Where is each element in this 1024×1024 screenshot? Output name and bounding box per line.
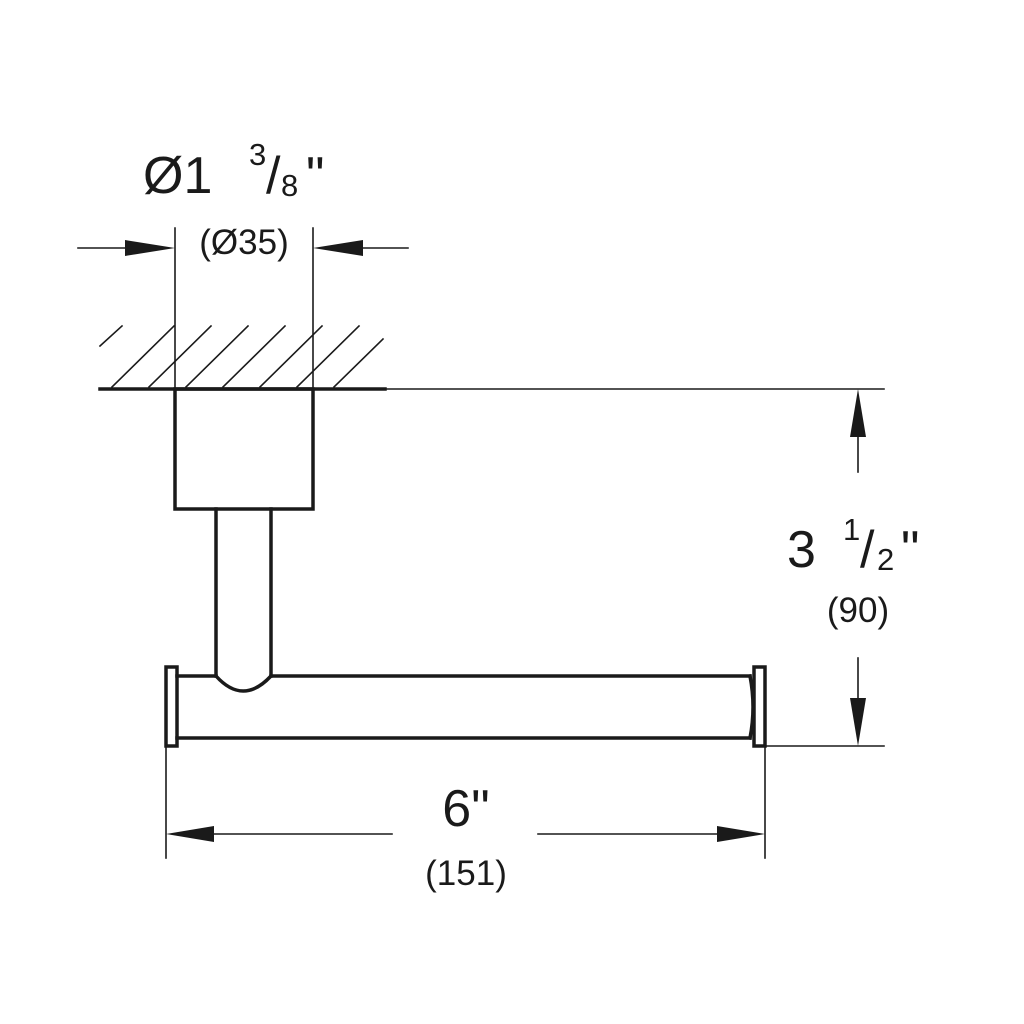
- diameter-inch-mark: ": [306, 147, 324, 205]
- stem-joint-curve: [213, 673, 274, 693]
- hatch-line: [147, 324, 213, 389]
- height-fraction-denominator: 2: [877, 542, 894, 577]
- wall-mount-surface: [98, 324, 387, 391]
- hatch-line: [332, 337, 385, 389]
- arrowhead-down: [850, 698, 866, 746]
- hatch-line: [221, 324, 287, 389]
- height-whole-text: 3: [787, 521, 816, 579]
- arrowhead-left: [166, 826, 214, 842]
- hatch-line: [184, 324, 250, 389]
- diameter-fraction-slash: /: [266, 147, 281, 205]
- height-fraction-numerator: 1: [843, 512, 860, 547]
- width-metric-label: (151): [425, 854, 507, 893]
- hatch-line: [258, 324, 324, 389]
- hatch-line: [110, 324, 176, 389]
- diameter-metric-label: (Ø35): [199, 223, 288, 262]
- width-dimension: 6" (151): [165, 745, 766, 893]
- height-label: 3 1 / 2 ": [787, 512, 919, 579]
- holder-bar: [164, 665, 767, 748]
- right-end-cap: [752, 665, 767, 748]
- arrowhead-left: [313, 240, 363, 256]
- width-label: 6": [442, 780, 489, 838]
- left-end-cap: [164, 665, 179, 748]
- diameter-symbol-text: Ø1: [143, 147, 212, 205]
- diameter-fraction-numerator: 3: [249, 137, 266, 172]
- diameter-fraction-denominator: 8: [281, 168, 298, 203]
- diameter-label: Ø1 3 / 8 ": [143, 137, 324, 205]
- wall-hatching: [98, 324, 385, 389]
- arrowhead-right: [717, 826, 765, 842]
- vertical-stem: [213, 507, 274, 693]
- height-fraction-slash: /: [860, 521, 875, 579]
- height-dimension: 3 1 / 2 " (90): [384, 388, 919, 747]
- height-metric-label: (90): [827, 591, 889, 630]
- arrowhead-right: [125, 240, 175, 256]
- wall-flange: [173, 387, 315, 511]
- diameter-dimension: Ø1 3 / 8 " (Ø35): [77, 137, 409, 390]
- hatch-line: [98, 324, 124, 348]
- height-inch-mark: ": [901, 521, 919, 579]
- hatch-line: [295, 324, 361, 389]
- arrowhead-up: [850, 389, 866, 437]
